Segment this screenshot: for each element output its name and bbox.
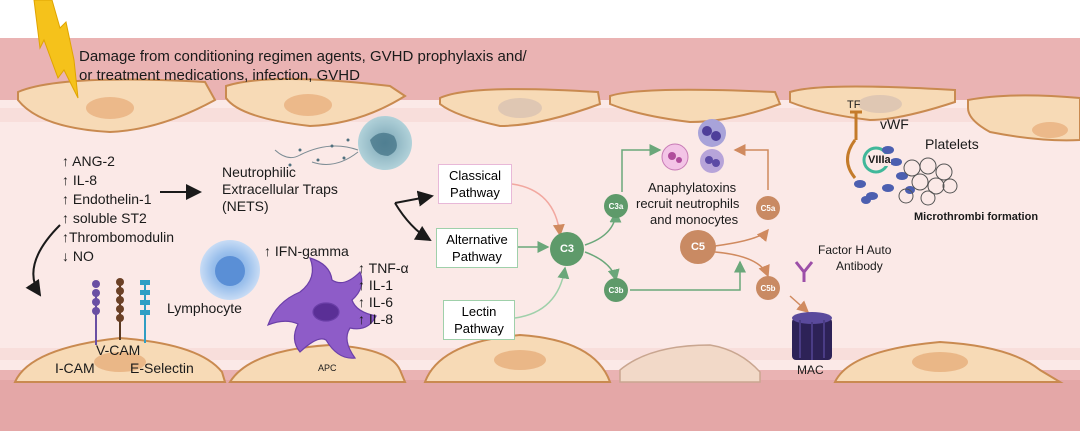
nets-label-line1: Neutrophilic: [222, 164, 296, 180]
damage-text-line2: or treatment medications, infection, GVH…: [79, 67, 360, 84]
arrow-nets-to-classical: [394, 190, 434, 207]
viiia-label: VIIIa: [868, 154, 891, 166]
endothelium-bottom-middle: [619, 344, 761, 383]
connector-c5b-mac: [789, 295, 810, 313]
endothelium-top-nuclei: [86, 94, 1068, 138]
c3-node: C3: [550, 232, 584, 266]
connector-classical-c3: [511, 183, 565, 237]
cytokine-il6: ↑ IL-6: [358, 294, 394, 310]
platelets-label: Platelets: [925, 136, 979, 152]
microthrombi-label: Microthrombi formation: [914, 211, 1039, 223]
nets-label-line2: Extracellular Traps: [222, 181, 338, 197]
marker-thrombomodulin: ↑Thrombomodulin: [62, 229, 175, 245]
tf-label: TF: [847, 99, 861, 111]
recruited-cells-graphic: [661, 119, 726, 173]
arrow-nets-to-alternative: [394, 202, 432, 242]
connector-c3-c3b: [584, 251, 620, 282]
connector-lectin-c3: [514, 266, 570, 319]
connector-c3a-cells: [621, 144, 662, 192]
nets-label-line3: (NETS): [222, 198, 269, 214]
vessel-lumen: [0, 100, 1080, 370]
c5b-node: C5b: [756, 276, 780, 300]
factor-h-line1: Factor H Auto: [818, 243, 892, 257]
apc-graphic: [266, 257, 377, 359]
cytokine-il1: ↑ IL-1: [358, 277, 394, 293]
mac-label: MAC: [797, 363, 824, 377]
adhesion-molecules: [92, 278, 150, 345]
alternative-line1: Alternative: [446, 232, 508, 247]
cytokine-tnf: ↑ TNF-α: [358, 260, 409, 276]
connector-c5-c5a: [714, 228, 769, 247]
nets-cell-graphic: [274, 116, 412, 170]
eselectin-label: E-Selectin: [130, 360, 194, 376]
alternative-line2: Pathway: [452, 249, 502, 264]
vwf-label: vWF: [880, 116, 909, 132]
c5a-node: C5a: [756, 196, 780, 220]
icam-label: I-CAM: [55, 360, 95, 376]
damage-text-line1: Damage from conditioning regimen agents,…: [79, 48, 527, 65]
c3a-node: C3a: [604, 194, 628, 218]
arrow-markers-to-adhesion: [25, 224, 61, 297]
anaphylatoxins-line1: Anaphylatoxins: [648, 180, 737, 195]
marker-st2: ↑ soluble ST2: [62, 210, 147, 226]
cytokine-il8: ↑ IL-8: [358, 311, 394, 327]
anaphylatoxins-line3: and monocytes: [650, 212, 739, 227]
apc-label: APC: [318, 363, 337, 373]
connector-c5-c5b: [714, 251, 770, 278]
anaphylatoxins-line2: recruit neutrophils: [636, 196, 740, 211]
marker-no: ↓ NO: [62, 248, 94, 264]
lectin-line2: Pathway: [454, 321, 504, 336]
marker-ang2: ↑ ANG-2: [62, 153, 115, 169]
coagulation-graphic: [846, 110, 958, 206]
lightning-bolt-icon: [33, 0, 79, 99]
factor-h-line2: Antibody: [836, 259, 883, 273]
c3b-node: C3b: [604, 278, 628, 302]
connector-c3b-c5: [630, 260, 746, 291]
factor-h-antibody-icon: [794, 261, 814, 282]
mac-icon: [792, 312, 832, 360]
lymphocyte-graphic: [200, 240, 260, 300]
lectin-line1: Lectin: [461, 304, 497, 319]
ifn-gamma-label: ↑ IFN-gamma: [264, 243, 349, 259]
marker-il8: ↑ IL-8: [62, 172, 98, 188]
c5-node: C5: [680, 230, 716, 264]
marker-endothelin: ↑ Endothelin-1: [62, 191, 152, 207]
lymphocyte-label: Lymphocyte: [167, 300, 242, 316]
classical-line1: Classical: [448, 168, 501, 183]
connector-c5a-cells: [733, 144, 769, 190]
vcam-label: V-CAM: [96, 342, 141, 358]
classical-line2: Pathway: [450, 185, 500, 200]
